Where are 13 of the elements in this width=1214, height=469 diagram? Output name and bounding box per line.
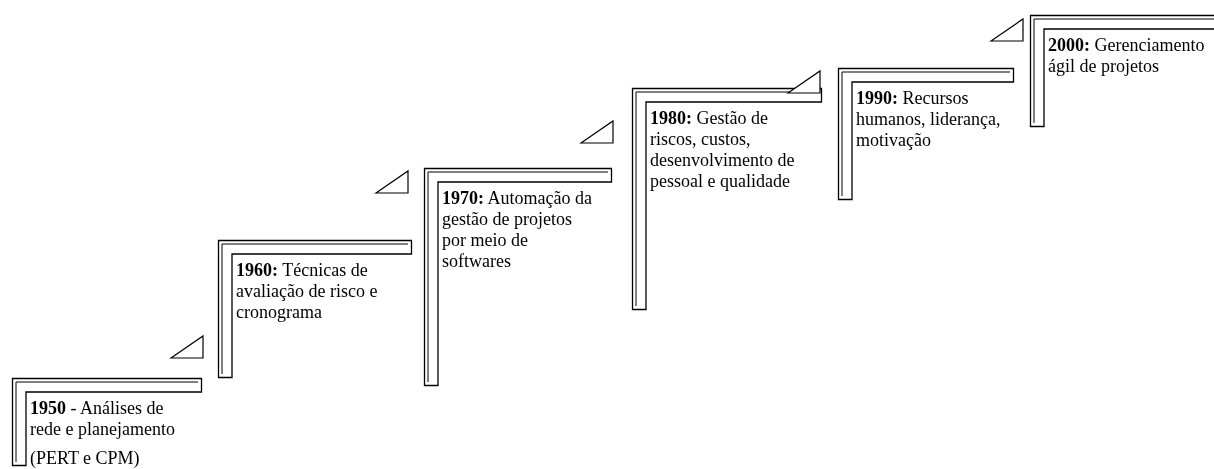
milestone-text: 1980: Gestão de riscos, custos, desenvolvimento de pessoal e qualidade <box>650 108 796 192</box>
milestone-text: 1990: Recursos humanos, liderança, motivação <box>856 88 1002 151</box>
milestone-text: 1960: Técnicas de avaliação de risco e cronograma <box>236 260 379 323</box>
milestone-text: 1950 - Análises de rede e planejamento <box>30 398 176 440</box>
step-bracket <box>632 88 822 310</box>
step-bracket <box>218 240 412 378</box>
milestone-text: 2000: Gerenciamento ágil de projetos <box>1048 35 1206 77</box>
step-bracket <box>1030 15 1214 127</box>
milestone-text: 1970: Automação da gestão de projetos por meio de softwares <box>442 188 592 272</box>
step-bracket <box>424 168 612 386</box>
milestone-note: (PERT e CPM) <box>30 448 141 469</box>
step-bracket <box>12 378 202 466</box>
step-bracket <box>838 68 1014 200</box>
